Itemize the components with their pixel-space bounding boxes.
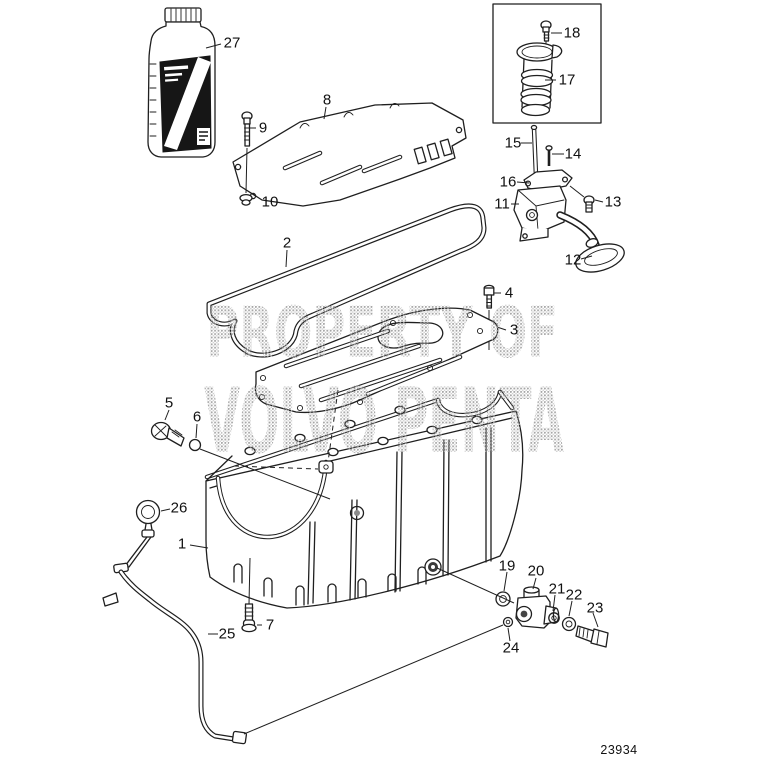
part-callout-22: 22 (565, 586, 583, 604)
washer-19 (495, 591, 511, 607)
baffle-plate-3 (254, 307, 499, 414)
part-callout-14: 14 (564, 145, 582, 163)
splash-guard-plate-8 (232, 102, 467, 207)
part-callout-11: 11 (494, 195, 510, 213)
part-callout-27: 27 (223, 34, 241, 52)
part-callout-6: 6 (192, 408, 202, 426)
o-ring-21 (548, 612, 560, 624)
oil-pan-1 (204, 389, 524, 609)
part-callout-25: 25 (218, 625, 236, 643)
part-callout-24: 24 (502, 639, 520, 657)
part-callout-12: 12 (564, 251, 582, 269)
part-callout-13: 13 (604, 193, 622, 211)
part-callout-2: 2 (282, 234, 292, 252)
delivery-pipe-15 (530, 124, 539, 179)
washer-22 (561, 616, 577, 632)
part-callout-19: 19 (498, 557, 516, 575)
part-callout-8: 8 (322, 91, 332, 109)
part-callout-4: 4 (504, 284, 514, 302)
part-callout-3: 3 (509, 321, 519, 339)
part-callout-21: 21 (548, 580, 566, 598)
inset-box (492, 3, 602, 124)
bolt-4 (483, 284, 495, 350)
oil-pump-11 (513, 169, 573, 242)
pin-14 (545, 145, 553, 166)
part-callout-5: 5 (164, 394, 174, 412)
bolt-13 (569, 185, 595, 213)
nut-10 (239, 193, 253, 206)
part-callout-9: 9 (258, 119, 268, 137)
part-callout-20: 20 (527, 562, 545, 580)
oil-pan-gasket-2 (206, 203, 487, 358)
drawing-number: 23934 (600, 743, 638, 757)
watermark-line1: PROPERTY OF (206, 292, 558, 374)
part-callout-18: 18 (563, 24, 581, 42)
bolt-18 (540, 20, 552, 47)
part-callout-26: 26 (170, 499, 188, 517)
part-callout-17: 17 (558, 71, 576, 89)
oil-bottle-27 (147, 7, 216, 158)
dipstick-26 (124, 499, 161, 568)
part-callout-15: 15 (504, 134, 522, 152)
watermark-line2: VOLVO PENTA (204, 369, 564, 474)
leader-lines (160, 32, 604, 735)
part-callout-1: 1 (177, 535, 187, 553)
ring-24 (502, 616, 514, 628)
drain-plug-5 (150, 421, 185, 447)
suction-strainer-12 (556, 211, 625, 273)
suction-pipe-17 (516, 42, 563, 117)
part-callout-23: 23 (586, 599, 604, 617)
bolt-9 (241, 111, 253, 194)
part-callout-7: 7 (265, 616, 275, 634)
dipstick-tube-25 (102, 562, 248, 745)
sealing-ring-6 (188, 438, 202, 452)
part-callout-10: 10 (261, 193, 279, 211)
part-callout-16: 16 (499, 173, 517, 191)
plug-23 (575, 625, 609, 648)
bolt-7 (241, 557, 257, 633)
watermark: PROPERTY OF VOLVO PENTA (204, 292, 564, 474)
